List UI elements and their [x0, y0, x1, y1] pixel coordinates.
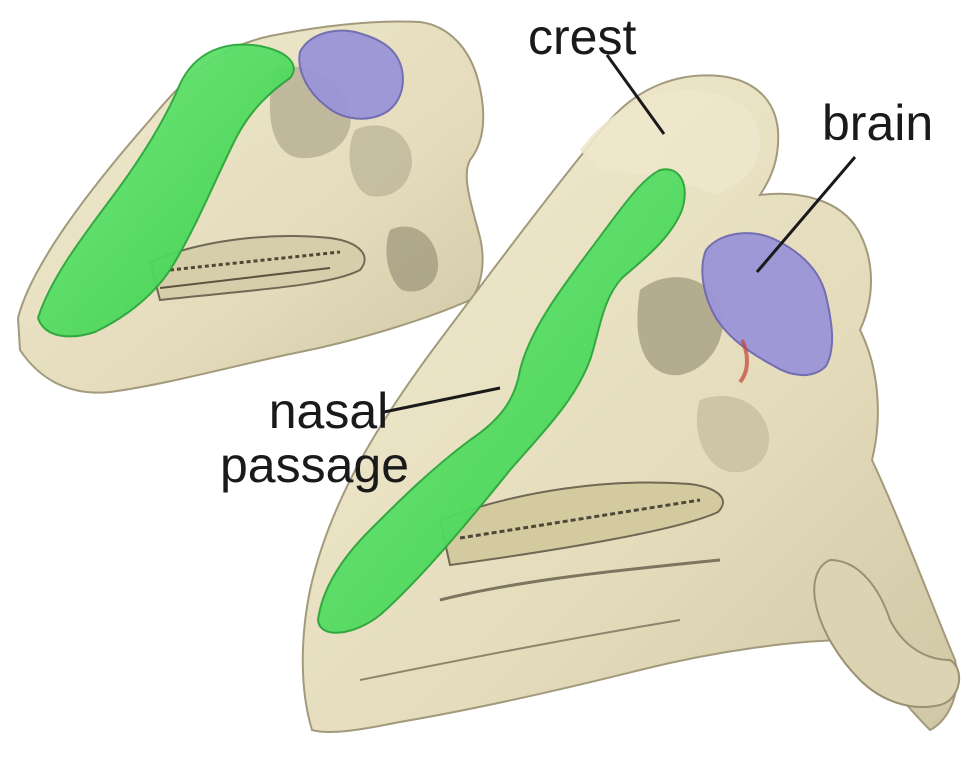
nasal-label-line2: passage	[220, 440, 409, 490]
brain-label: brain	[822, 98, 933, 148]
small-skull	[18, 22, 483, 393]
crest-label: crest	[528, 12, 636, 62]
nasal-passage-label: nasal passage	[246, 386, 409, 490]
nasal-label-line1: nasal	[248, 386, 409, 436]
